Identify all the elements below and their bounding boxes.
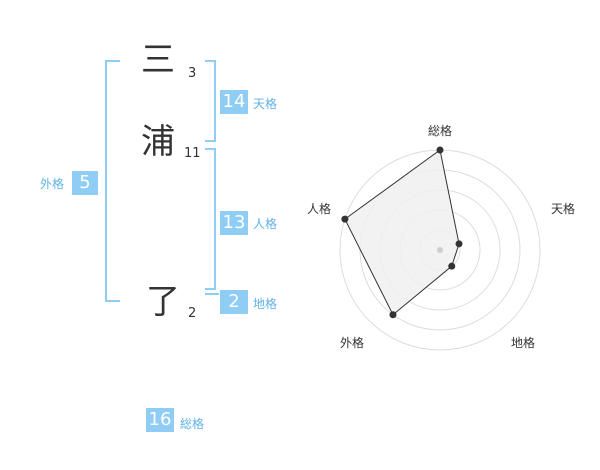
radar-point: [436, 146, 444, 154]
gaikaku-value: 5: [72, 171, 98, 195]
name-char-2: 浦: [141, 122, 175, 162]
radar-center: [437, 247, 443, 253]
soukaku-label: 総格: [180, 417, 205, 431]
soukaku-value: 16: [146, 408, 174, 432]
radar-point: [341, 215, 349, 223]
radar-label-jinkaku: 人格: [307, 202, 332, 216]
tenkaku-value: 14: [220, 90, 248, 114]
jinkaku-label: 人格: [253, 217, 278, 231]
radar-point: [455, 240, 463, 248]
tenkaku-label: 天格: [253, 97, 278, 111]
radar-label-tenkaku: 天格: [551, 202, 576, 216]
radar-point: [448, 262, 456, 270]
chikaku-label: 地格: [253, 297, 278, 311]
chikaku-bracket: [205, 293, 219, 295]
gaikaku-bracket: [105, 60, 120, 302]
radar-point: [389, 311, 397, 319]
name-char-1-strokes: 3: [188, 66, 197, 81]
jinkaku-value: 13: [220, 211, 248, 235]
radar-label-soukaku: 総格: [428, 124, 453, 138]
radar-shape: [344, 149, 460, 316]
chikaku-value: 2: [220, 290, 248, 314]
name-char-1: 三: [141, 40, 175, 80]
gaikaku-label: 外格: [40, 177, 65, 191]
name-char-2-strokes: 11: [184, 146, 201, 161]
name-char-3-strokes: 2: [188, 306, 197, 321]
radar-label-chikaku: 地格: [511, 336, 536, 350]
name-char-3: 了: [146, 282, 180, 322]
tenkaku-bracket: [205, 60, 216, 142]
radar-label-gaikaku: 外格: [340, 336, 365, 350]
jinkaku-bracket: [205, 148, 216, 290]
